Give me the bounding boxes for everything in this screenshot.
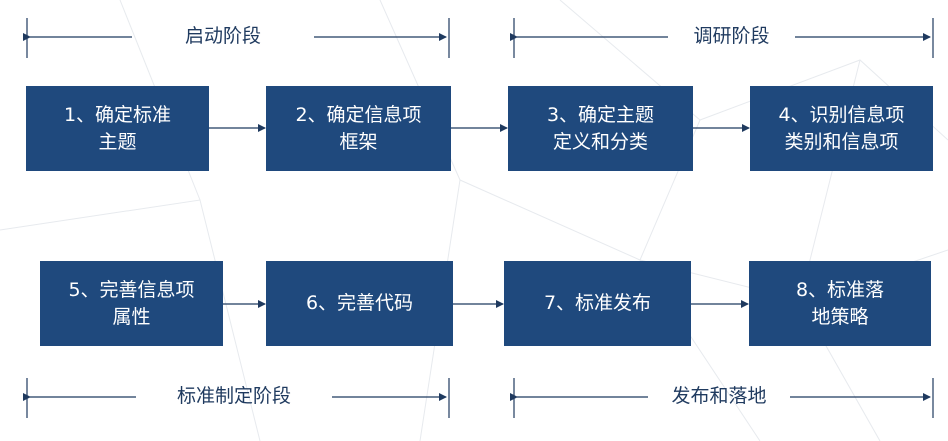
phase-label-research: 调研阶段 [693, 25, 770, 47]
step-7-label: 7、标准发布 [543, 292, 652, 314]
step-6-box: 6、完善代码 [266, 261, 453, 346]
step-2-box: 2、确定信息项 框架 [266, 86, 451, 171]
step-3-label: 3、确定主题 定义和分类 [546, 103, 655, 153]
step-8-label: 8、标准落 地策略 [795, 278, 885, 328]
phase-label-standard-drafting: 标准制定阶段 [176, 385, 291, 407]
phase-label-release-landing: 发布和落地 [671, 385, 767, 407]
step-1-label: 1、确定标准 主题 [63, 103, 172, 153]
step-3-box: 3、确定主题 定义和分类 [508, 86, 693, 171]
step-4-label: 4、识别信息项 类别和信息项 [778, 103, 905, 153]
step-2-label: 2、确定信息项 框架 [295, 103, 422, 153]
step-6-label: 6、完善代码 [305, 292, 414, 314]
step-8-box: 8、标准落 地策略 [749, 261, 931, 346]
step-5-box: 5、完善信息项 属性 [40, 261, 223, 346]
step-5-label: 5、完善信息项 属性 [68, 278, 195, 328]
step-1-box: 1、确定标准 主题 [26, 86, 209, 171]
step-7-box: 7、标准发布 [504, 261, 691, 346]
step-4-box: 4、识别信息项 类别和信息项 [750, 86, 933, 171]
phase-label-startup: 启动阶段 [184, 25, 261, 47]
